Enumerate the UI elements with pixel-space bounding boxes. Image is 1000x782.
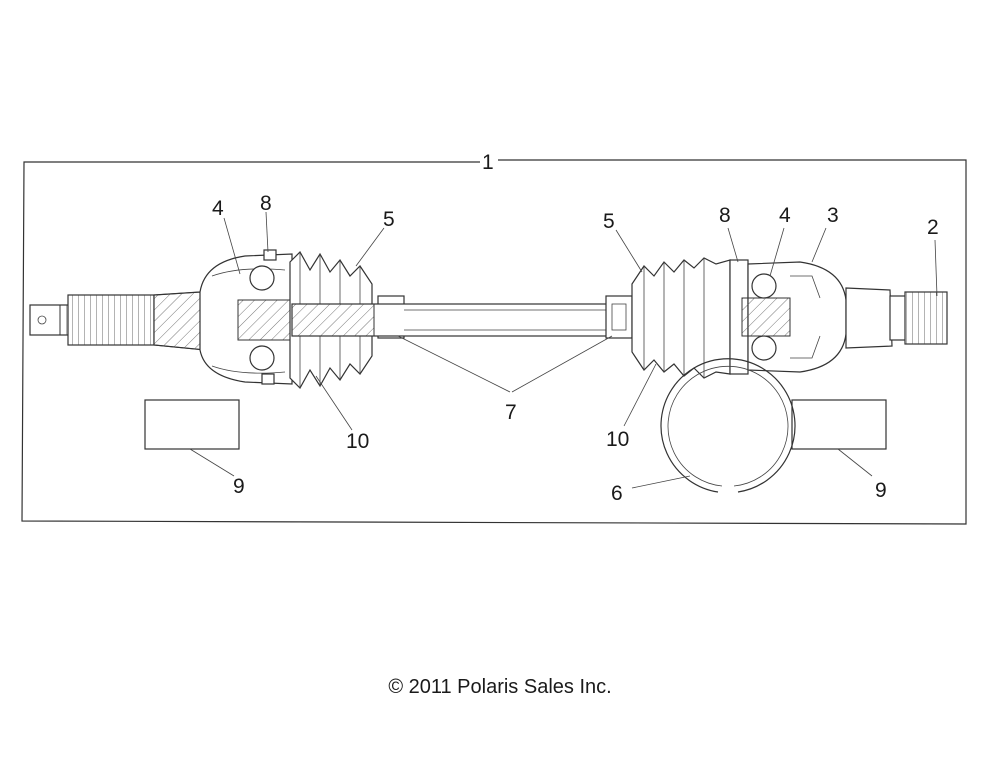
callout-9-right: 9 — [875, 479, 887, 502]
left-cv-ball-top — [249, 265, 275, 291]
callout-10-left: 10 — [346, 430, 369, 453]
callout-7: 7 — [505, 401, 517, 424]
callout-5-right: 5 — [603, 210, 615, 233]
callout-5-left: 5 — [383, 208, 395, 231]
left-cv-ball-bottom — [249, 345, 275, 371]
right-cv-ball-bottom — [751, 335, 777, 361]
callout-4-left: 4 — [212, 197, 224, 220]
left-outer-cv-housing — [199, 249, 299, 385]
callout-10-right: 10 — [606, 428, 629, 451]
callout-1: 1 — [482, 151, 494, 174]
callout-8-left: 8 — [260, 192, 272, 215]
label-decal-left — [144, 399, 240, 450]
drive-shaft-assembly-diagram: 1 2 3 4 8 5 4 8 5 10 7 10 9 9 6 — [21, 151, 967, 525]
label-decal-right — [791, 399, 887, 450]
left-stub-shaft — [29, 291, 206, 351]
right-cv-ball-top — [751, 273, 777, 299]
callout-3: 3 — [827, 204, 839, 227]
right-clamp — [605, 295, 633, 339]
right-stub-shaft — [845, 287, 948, 349]
leader-lines — [189, 211, 938, 489]
callout-8-right: 8 — [719, 204, 731, 227]
assembly-frame — [21, 159, 967, 525]
callout-9-left: 9 — [233, 475, 245, 498]
callout-2: 2 — [927, 216, 939, 239]
copyright-notice: © 2011 Polaris Sales Inc. — [388, 676, 612, 698]
callout-4-right: 4 — [779, 204, 791, 227]
callout-6: 6 — [611, 482, 623, 505]
retaining-ring — [660, 358, 796, 493]
right-inner-cv-housing — [741, 261, 847, 373]
